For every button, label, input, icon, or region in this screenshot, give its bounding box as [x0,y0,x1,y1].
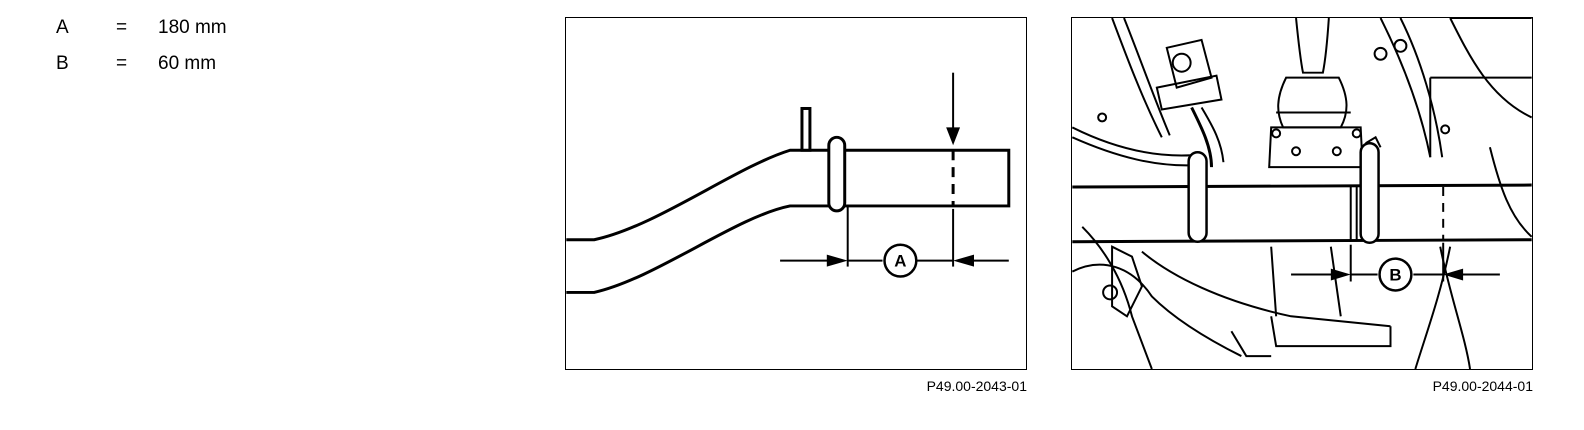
dimension-marker-label: A [894,252,906,271]
equals-sign: = [116,17,128,38]
equals-sign: = [116,53,128,74]
dimension-arrowhead-right [953,254,974,267]
dimension-value: 180 mm [158,17,227,38]
dimension-marker-label: B [1389,266,1401,285]
figure-caption: P49.00-2044-01 [1432,378,1533,394]
dimension-marker-b [1378,257,1413,292]
dimension-marker-a [883,243,918,278]
dimension-key: B [56,53,69,74]
dimension-key: A [56,17,69,38]
mark-arrowhead [946,127,961,146]
dimension-row-b: B = 60 mm [56,46,227,82]
stabilizer-bar-outline [566,148,1011,294]
figure-caption: P49.00-2043-01 [926,378,1027,394]
rubber-bushing-clamp [827,135,847,213]
figure-installation-view: B [1071,17,1533,370]
dimension-table: A = 180 mm B = 60 mm [56,10,227,82]
installation-drawing: B [1072,18,1532,369]
stabilizer-bar-drawing: A [566,72,1011,294]
dimension-row-a: A = 180 mm [56,10,227,46]
figure-stabilizer-bar-schematic: A [565,17,1027,370]
dimension-value: 60 mm [158,53,217,74]
bracket-tab [800,106,812,152]
dimension-arrowhead-left [826,254,848,267]
